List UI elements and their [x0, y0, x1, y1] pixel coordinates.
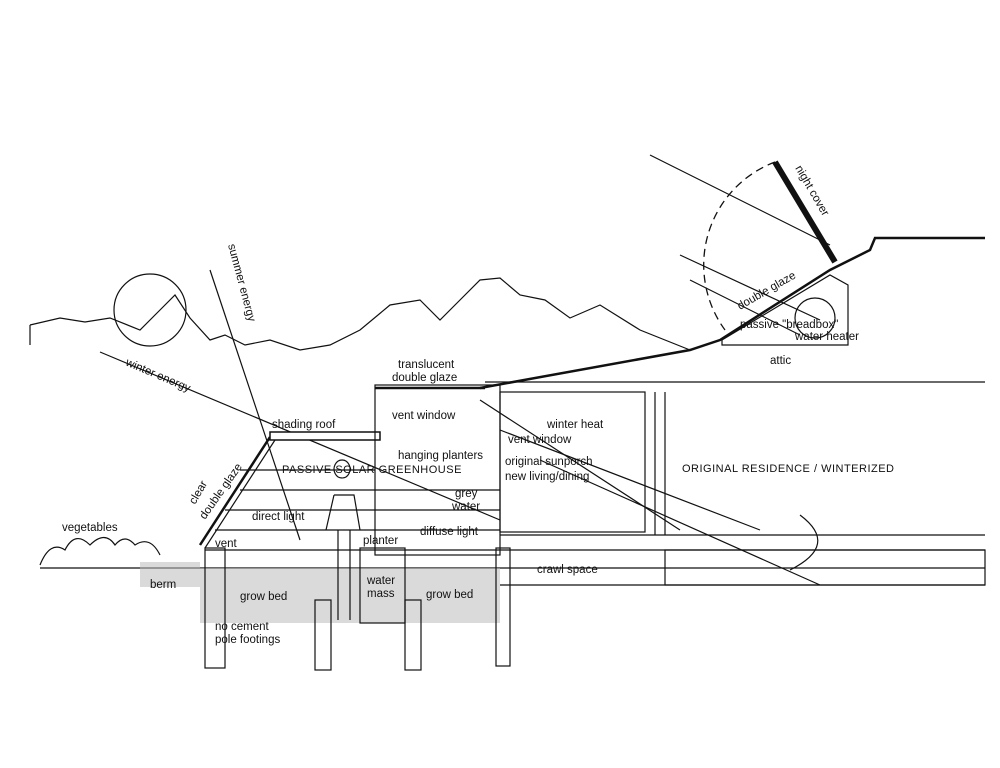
diffuse-light-label: diffuse light — [420, 526, 479, 538]
clear-double-glaze-wall — [198, 436, 272, 546]
vent-label: vent — [215, 538, 238, 550]
heat-flow-arrow — [789, 514, 819, 571]
original-sunporch-label: original sunporch — [505, 456, 593, 468]
shading-roof-label: shading roof — [272, 419, 336, 431]
berm-soil — [140, 562, 200, 587]
water-heater-label: water heater — [794, 331, 859, 343]
double-glaze-top-label: double glaze — [392, 372, 457, 384]
residence-label: ORIGINAL RESIDENCE / WINTERIZED — [682, 463, 895, 475]
pole-footings-label: pole footings — [215, 634, 280, 646]
breadbox-label: passive "breadbox" — [740, 319, 838, 331]
winter-energy-label: winter energy — [123, 356, 192, 395]
night-cover — [772, 160, 838, 264]
vegetables — [39, 536, 161, 566]
sunporch-wall — [499, 391, 646, 533]
summer-energy-ray — [209, 269, 301, 541]
attic-label: attic — [770, 355, 791, 367]
night-cover-label: night cover — [792, 164, 831, 219]
water-mass — [359, 547, 406, 624]
light-ray — [479, 399, 681, 531]
greenhouse-siding — [205, 469, 500, 551]
pole-footings — [204, 547, 511, 671]
vent-window-label: vent window — [392, 410, 456, 422]
vent-window-label-2: vent window — [508, 434, 572, 446]
light-ray — [499, 429, 761, 531]
vegetables-label: vegetables — [62, 522, 118, 534]
night-cover-swing — [703, 161, 776, 331]
direct-light-label: direct light — [252, 511, 305, 523]
planter-label: planter — [363, 535, 398, 547]
new-living-label: new living/dining — [505, 471, 589, 483]
water-heater-tank — [794, 297, 836, 339]
double-glaze-collector-label: double glaze — [736, 270, 798, 313]
mountain-range — [29, 277, 691, 351]
water-mass-label-2: mass — [367, 588, 395, 600]
grow-bed-label-2: grow bed — [426, 589, 473, 601]
summer-energy-label: summer energy — [225, 243, 257, 324]
crawl-space-label: crawl space — [537, 564, 598, 576]
person-figure — [325, 459, 361, 620]
hanging-planters-label: hanging planters — [398, 450, 483, 462]
berm-label: berm — [150, 579, 176, 591]
grow-bed-label: grow bed — [240, 591, 287, 603]
collector-sun-rays — [649, 154, 831, 336]
shading-roof — [269, 431, 381, 441]
no-cement-label: no cement — [215, 621, 270, 633]
residence-roof — [479, 236, 985, 390]
light-ray — [539, 459, 821, 586]
winter-heat-label: winter heat — [546, 419, 604, 431]
breadbox-collector — [721, 274, 849, 346]
water-mass-label: water — [366, 575, 395, 587]
grey-label: grey — [455, 488, 478, 500]
sun — [113, 273, 187, 347]
translucent-label: translucent — [398, 359, 455, 371]
greenhouse-label: PASSIVE SOLAR GREENHOUSE — [282, 464, 462, 476]
grey-water-label: water — [451, 501, 480, 513]
